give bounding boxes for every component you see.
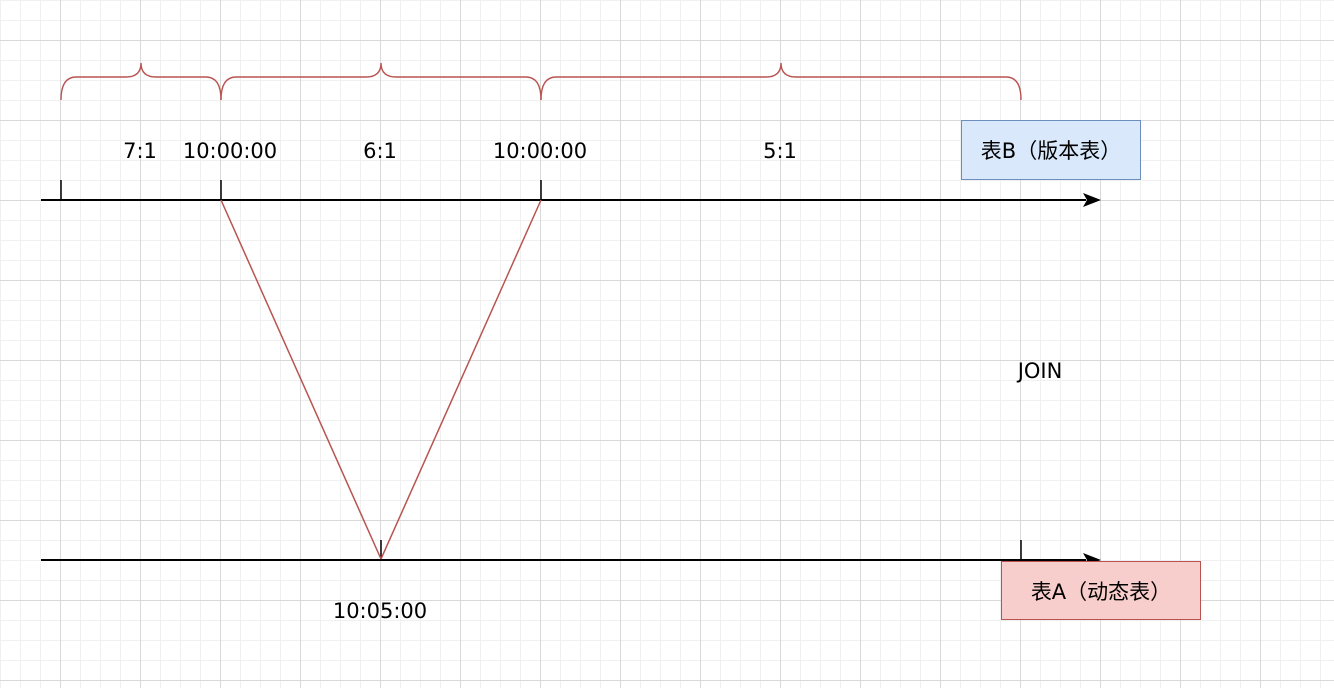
segment-label-7-1: 7:1 bbox=[123, 139, 157, 163]
table-b-axis-arrowhead bbox=[1083, 193, 1101, 207]
segment-label-5-1: 5:1 bbox=[763, 139, 797, 163]
brace-5-1[interactable] bbox=[540, 62, 1022, 101]
join-label: JOIN bbox=[1017, 359, 1063, 383]
brace-7-1[interactable] bbox=[60, 62, 222, 101]
table-a-box[interactable]: 表A（动态表） bbox=[1001, 561, 1201, 620]
segment-label-6-1: 6:1 bbox=[363, 139, 397, 163]
version-time-label-1: 10:00:00 bbox=[182, 139, 278, 163]
version-time-label-2: 10:00:00 bbox=[492, 139, 588, 163]
match-line-left[interactable] bbox=[220, 199, 382, 560]
match-line-right[interactable] bbox=[380, 199, 542, 560]
table-b-box[interactable]: 表B（版本表） bbox=[961, 120, 1141, 180]
brace-6-1[interactable] bbox=[220, 62, 542, 101]
event-time-label: 10:05:00 bbox=[332, 599, 428, 623]
